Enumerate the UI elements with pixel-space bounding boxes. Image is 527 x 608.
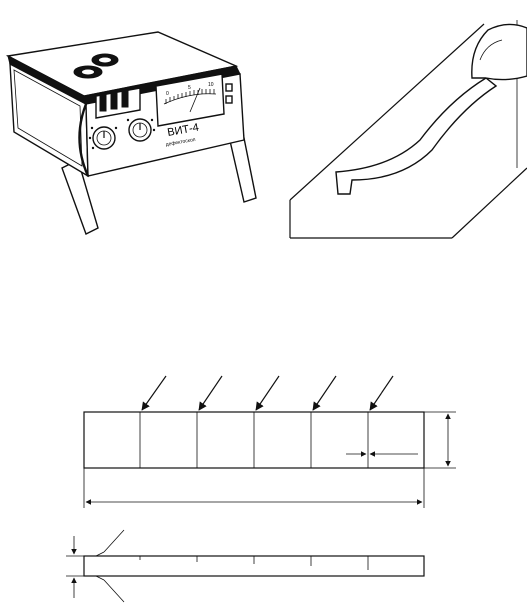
probe-on-surface-drawing: [289, 20, 527, 239]
device-sublabel: дефектоскоп: [165, 137, 196, 148]
finger-nail: [479, 39, 503, 61]
device-switch-2: [225, 95, 233, 104]
knob-scale-dots: [88, 118, 156, 150]
device-side-inner: [13, 69, 83, 167]
probe-arrow-4: [312, 375, 337, 411]
top-connector-2-hole: [99, 57, 111, 63]
top-connector-1-hole: [82, 69, 94, 75]
device-front-curve: [78, 103, 90, 177]
probe-arrow-1: [141, 375, 167, 411]
surface-top-edge: [289, 23, 485, 201]
probe-arrow-2: [198, 375, 223, 411]
probe-body: [335, 77, 498, 195]
analog-meter: 0 5 10: [155, 73, 225, 127]
probe-arrow-5: [369, 375, 394, 411]
meter-needle: [189, 87, 201, 113]
meter-scale-10: 10: [208, 82, 214, 88]
meter-scale-5: 5: [188, 85, 191, 91]
device-model-label: ВИТ-4: [166, 122, 199, 139]
section-line-lower: [103, 579, 125, 603]
surface-front-edge: [451, 167, 527, 239]
rotary-knob-left: [92, 126, 116, 150]
meter-scale-0: 0: [166, 91, 169, 97]
section-line-upper: [103, 529, 125, 553]
digital-display: [95, 87, 141, 119]
defectoscope-device-drawing: 0 5 10 ВИТ-4 дефектоскоп: [5, 31, 257, 235]
test-block-drawing: [66, 375, 456, 603]
rotary-knob-right: [128, 118, 152, 142]
probe-arrow-3: [255, 375, 280, 411]
operator-finger: [471, 23, 527, 81]
device-switch-1: [225, 83, 233, 92]
